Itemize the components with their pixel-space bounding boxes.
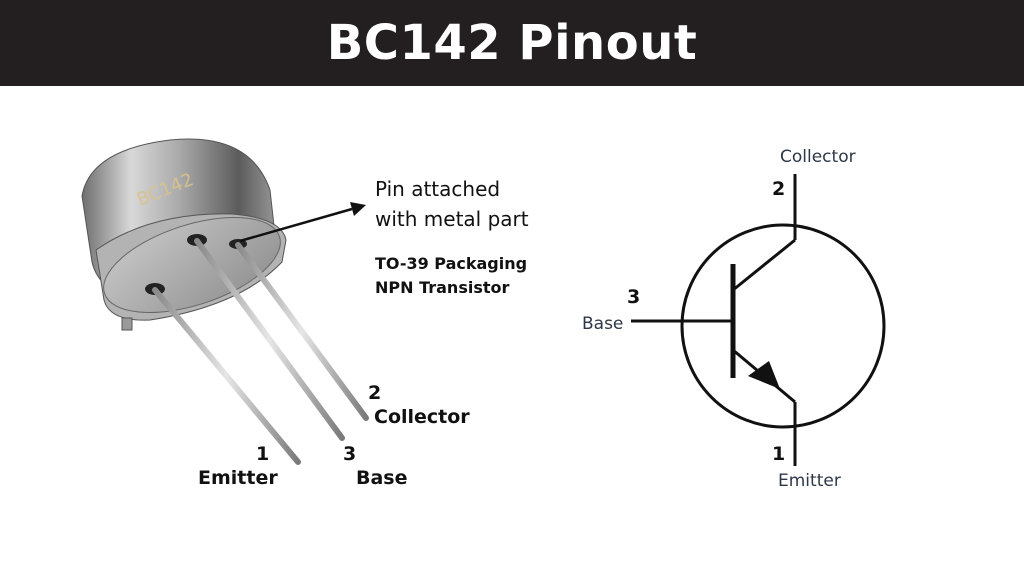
transistor-package-illustration: BC142 <box>81 138 369 465</box>
symbol-emitter-number: 1 <box>772 443 786 465</box>
collector-pin <box>235 242 369 421</box>
emitter-arrowhead <box>748 361 780 389</box>
pin-number-collector: 2 <box>368 382 382 404</box>
symbol-collector-number: 2 <box>772 178 786 200</box>
pin-number-emitter: 1 <box>256 443 270 465</box>
symbol-collector-name: Collector <box>780 147 856 167</box>
pin-name-collector: Collector <box>374 406 470 428</box>
page-title: BC142 Pinout <box>326 15 698 71</box>
title-banner: BC142 Pinout <box>0 0 1024 86</box>
transistor-type-label: NPN Transistor <box>375 278 510 297</box>
symbol-emitter-name: Emitter <box>778 471 841 491</box>
symbol-circle <box>680 223 886 429</box>
base-pin <box>194 238 345 441</box>
note-line-1: Pin attached <box>375 177 501 201</box>
npn-schematic-symbol <box>631 174 886 466</box>
collector-diagonal <box>732 238 796 292</box>
pointer-arrowhead <box>350 202 366 216</box>
pin-number-base: 3 <box>343 443 357 465</box>
emitter-pin <box>152 287 301 465</box>
pin-name-base: Base <box>356 467 408 489</box>
symbol-base-name: Base <box>582 314 624 334</box>
symbol-base-number: 3 <box>627 286 641 308</box>
package-tab <box>121 317 133 331</box>
note-line-2: with metal part <box>375 207 529 231</box>
pin-name-emitter: Emitter <box>198 467 278 489</box>
pointer-line <box>239 207 353 243</box>
packaging-label: TO-39 Packaging <box>375 254 528 273</box>
